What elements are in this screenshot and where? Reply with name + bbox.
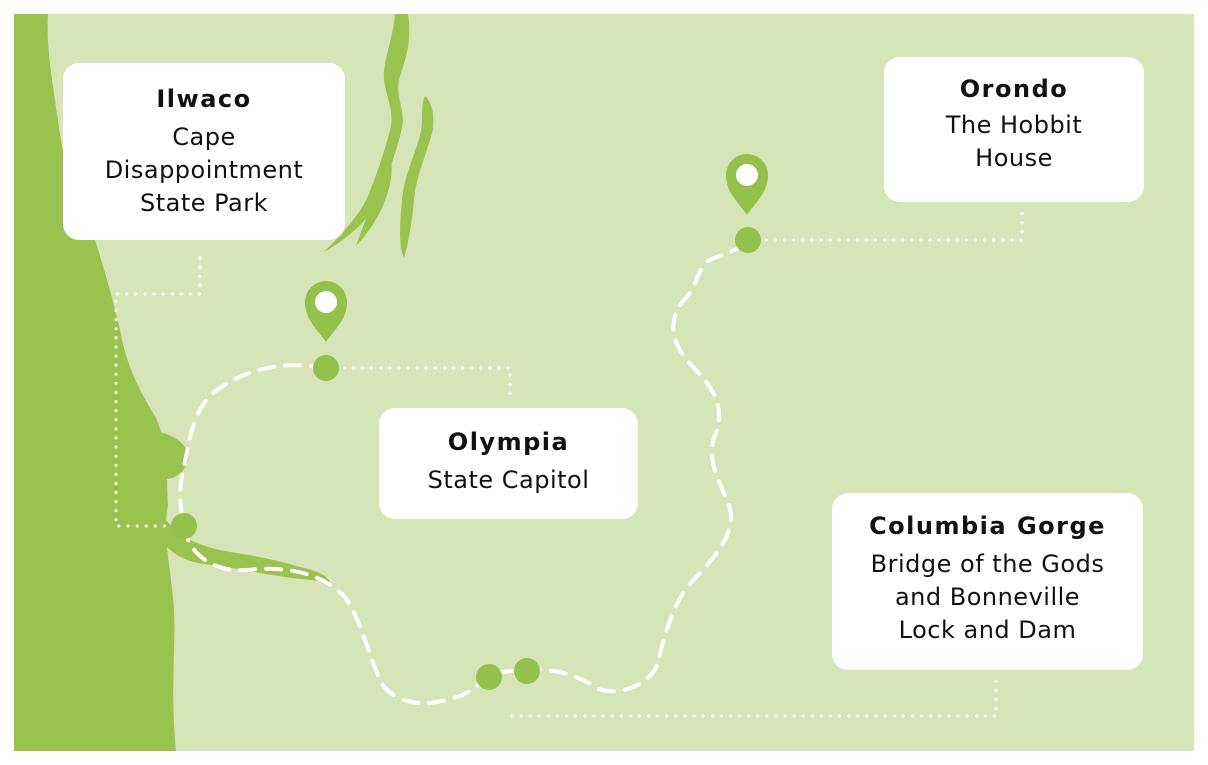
location-description-line: State Park	[139, 189, 269, 217]
location-title: Orondo	[959, 75, 1069, 103]
location-card-orondo: Orondo The Hobbit House	[884, 57, 1144, 202]
orondo-connector	[746, 206, 1024, 242]
stop-olympia	[313, 355, 339, 381]
location-description-line: The Hobbit	[945, 111, 1083, 139]
hood-canal	[400, 96, 434, 258]
location-card-olympia: Olympia State Capitol	[379, 408, 638, 519]
location-card-columbia-gorge: Columbia Gorge Bridge of the Gods and Bo…	[832, 493, 1143, 670]
location-description-line: Cape	[172, 123, 236, 151]
route-stops	[171, 227, 761, 690]
location-title: Ilwaco	[156, 85, 252, 113]
location-description-line: and Bonneville	[894, 583, 1081, 611]
pacific-ocean	[14, 14, 176, 751]
puget-sound	[324, 14, 410, 252]
location-description-line: State Capitol	[427, 466, 590, 494]
stop-orondo	[735, 227, 761, 253]
stop-gorge-west	[476, 664, 502, 690]
map-pin-icon	[726, 154, 768, 215]
stop-gorge-east	[514, 658, 540, 684]
location-card-ilwaco: Ilwaco Cape Disappointment State Park	[63, 63, 345, 240]
estuary	[160, 432, 189, 480]
location-title: Columbia Gorge	[869, 512, 1106, 540]
map-pin-icon	[305, 281, 347, 342]
location-description-line: Disappointment	[104, 156, 304, 184]
location-description-line: House	[975, 144, 1053, 172]
location-title: Olympia	[447, 428, 570, 456]
location-description-line: Lock and Dam	[898, 616, 1077, 644]
stop-ilwaco	[171, 513, 197, 539]
ilwaco-connector	[114, 256, 202, 528]
columbia-river	[166, 520, 330, 582]
location-description-line: Bridge of the Gods	[870, 550, 1105, 578]
sound-inlet	[356, 150, 392, 246]
dotted-connectors	[114, 206, 1024, 718]
